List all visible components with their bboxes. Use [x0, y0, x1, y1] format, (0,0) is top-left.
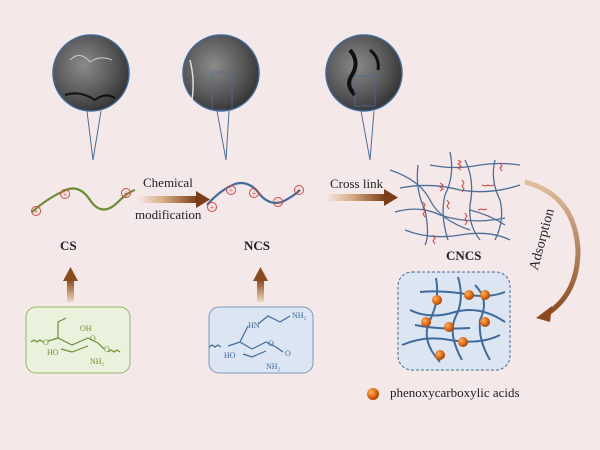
ncs-chemical-structure: HN NH₂ O HO NH₂ O — [208, 306, 314, 374]
cs-oh-label: OH — [80, 324, 92, 333]
svg-text:O: O — [90, 334, 96, 343]
svg-text:+: + — [124, 189, 129, 198]
svg-text:O: O — [268, 339, 274, 348]
chemical-modification-arrow-icon — [138, 191, 210, 208]
legend-marker-icon — [367, 388, 379, 400]
sem-image-cs — [52, 34, 130, 161]
cs-polymer-chain — [31, 187, 136, 213]
stage-label-cncs: CNCS — [446, 248, 482, 263]
cncs-network — [389, 151, 521, 246]
svg-text:+: + — [252, 189, 257, 198]
svg-text:O: O — [104, 345, 110, 354]
cross-link-arrow-icon — [326, 189, 398, 206]
svg-text:HO: HO — [224, 351, 236, 360]
svg-text:NH₂: NH₂ — [292, 311, 307, 320]
adsorbed-molecules — [421, 290, 490, 360]
svg-text:NH₂: NH₂ — [90, 357, 105, 366]
svg-text:HO: HO — [47, 348, 59, 357]
legend-label: phenoxycarboxylic acids — [390, 385, 520, 400]
stage-label-cs: CS — [60, 238, 77, 253]
arrow-label-cross-link: Cross link — [330, 176, 384, 191]
adsorption-arrow-icon — [524, 179, 581, 322]
svg-text:+: + — [210, 203, 215, 212]
svg-text:+: + — [276, 198, 281, 207]
up-arrow-ncs-icon — [253, 267, 268, 302]
cs-chemical-structure: OH O O HO NH₂ O — [25, 306, 131, 374]
sem-image-cncs — [325, 34, 403, 161]
svg-text:HN: HN — [248, 321, 260, 330]
stage-label-ncs: NCS — [244, 238, 271, 253]
adsorption-network-box — [397, 271, 511, 371]
svg-text:+: + — [63, 190, 68, 199]
svg-text:+: + — [229, 186, 234, 195]
svg-text:+: + — [34, 207, 39, 216]
up-arrow-cs-icon — [63, 267, 78, 302]
sem-image-ncs — [182, 34, 260, 161]
arrow-label-modification: modification — [135, 207, 202, 222]
crosslink-bonds — [422, 159, 503, 245]
charge-icons-cs: + + + — [31, 188, 131, 216]
charge-icons-ncs: + + + + + — [207, 185, 304, 212]
arrow-label-chemical: Chemical — [143, 175, 193, 190]
svg-text:NH₂: NH₂ — [266, 362, 281, 371]
svg-text:O: O — [285, 349, 291, 358]
svg-text:O: O — [43, 338, 49, 347]
svg-text:+: + — [297, 186, 302, 195]
